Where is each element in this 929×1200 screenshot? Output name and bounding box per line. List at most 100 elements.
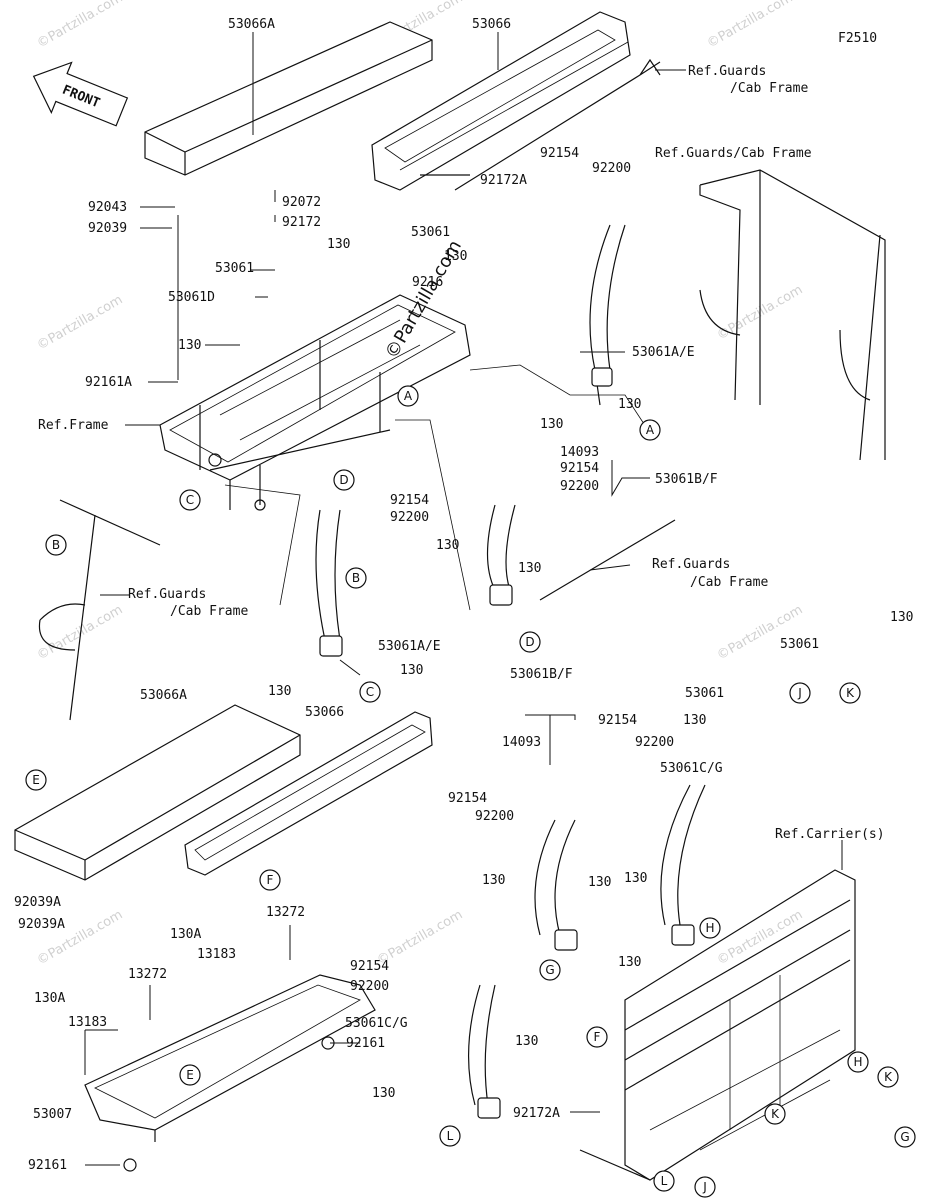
callout-j: J: [789, 682, 811, 704]
part-label: 53061B/F: [655, 472, 718, 487]
front-arrow-icon: FRONT: [32, 61, 129, 127]
figure-code: F2510: [838, 31, 877, 46]
callout-f: F: [586, 1026, 608, 1048]
svg-text:C: C: [366, 685, 374, 699]
part-label: 92200: [475, 809, 514, 824]
svg-text:C: C: [186, 493, 194, 507]
svg-text:H: H: [853, 1055, 862, 1069]
part-label: Ref.Guards: [128, 587, 206, 602]
callout-l: L: [653, 1170, 675, 1192]
svg-text:L: L: [447, 1129, 454, 1143]
svg-text:D: D: [339, 473, 348, 487]
part-label: 92200: [592, 161, 631, 176]
part-label: 130: [588, 875, 611, 890]
part-label: 92200: [350, 979, 389, 994]
callout-d: D: [333, 469, 355, 491]
part-label: Ref.Carrier(s): [775, 827, 885, 842]
seat-belt-d: [534, 819, 578, 951]
top-seat-backrest: [371, 11, 631, 191]
seat-frame-53007: [84, 974, 376, 1172]
part-label: 130: [618, 955, 641, 970]
svg-text:E: E: [32, 773, 40, 787]
part-label: 130: [178, 338, 201, 353]
part-label: 13272: [266, 905, 305, 920]
svg-text:G: G: [545, 963, 554, 977]
part-label: 92200: [560, 479, 599, 494]
part-label: 130: [618, 397, 641, 412]
part-label: 92039A: [18, 917, 65, 932]
svg-text:A: A: [646, 423, 655, 437]
watermark: ©Partzilla.com: [715, 602, 806, 663]
part-label: 130A: [170, 927, 201, 942]
part-label: 130A: [34, 991, 65, 1006]
callout-k: K: [839, 682, 861, 704]
part-label: 53066: [472, 17, 511, 32]
part-label: 53061A/E: [632, 345, 695, 360]
part-label: 130: [518, 561, 541, 576]
svg-text:B: B: [52, 538, 60, 552]
part-label: Ref.Guards: [652, 557, 730, 572]
svg-text:K: K: [846, 686, 855, 700]
part-label: 130: [515, 1034, 538, 1049]
bottom-seat-cushion: [14, 704, 301, 881]
part-label: 92039: [88, 221, 127, 236]
part-label: 92154: [560, 461, 599, 476]
part-label: 13272: [128, 967, 167, 982]
part-label: 92072: [282, 195, 321, 210]
part-label: 130: [444, 249, 467, 264]
part-label: Ref.Frame: [38, 418, 109, 433]
part-label: 92161: [28, 1158, 67, 1173]
part-label: 130: [890, 610, 913, 625]
part-label: 92200: [390, 510, 429, 525]
part-label: Ref.Guards: [688, 64, 766, 79]
watermark: ©Partzilla.com: [35, 292, 126, 353]
svg-text:D: D: [525, 635, 534, 649]
part-label: 53007: [33, 1107, 72, 1122]
part-label: 130: [624, 871, 647, 886]
part-label: 92161: [346, 1036, 385, 1051]
cargo-carrier: [579, 869, 856, 1181]
part-label: 53061: [215, 261, 254, 276]
part-label: 53066A: [228, 17, 275, 32]
seat-belt-e: [660, 784, 706, 946]
callout-b: B: [45, 534, 67, 556]
bottom-seat-backrest: [184, 711, 433, 876]
part-label: 53061C/G: [345, 1016, 408, 1031]
part-label: 53061: [685, 686, 724, 701]
part-label: 92161A: [85, 375, 132, 390]
part-label: 92039A: [14, 895, 61, 910]
svg-text:J: J: [797, 686, 802, 700]
seat-belt-f: [467, 984, 501, 1119]
svg-text:G: G: [900, 1130, 909, 1144]
seat-belt-b: [315, 509, 343, 657]
svg-text:B: B: [352, 571, 360, 585]
part-label: Ref.Guards/Cab Frame: [655, 146, 812, 161]
guard-rail-bar: [539, 519, 676, 601]
callout-h: H: [699, 917, 721, 939]
cab-frame-right: [699, 169, 886, 461]
part-label: 13183: [68, 1015, 107, 1030]
part-label: 92172A: [513, 1106, 560, 1121]
part-label: 14093: [502, 735, 541, 750]
part-label: 9216: [412, 275, 443, 290]
callout-a: A: [397, 385, 419, 407]
callout-g: G: [894, 1126, 916, 1148]
callout-k: K: [877, 1066, 899, 1088]
callout-k: K: [764, 1103, 786, 1125]
part-label: 53061A/E: [378, 639, 441, 654]
part-label: 53061: [411, 225, 450, 240]
callout-b: B: [345, 567, 367, 589]
part-label: 130: [327, 237, 350, 252]
part-label: 53061D: [168, 290, 215, 305]
part-label: 53061B/F: [510, 667, 573, 682]
callout-a: A: [639, 419, 661, 441]
seat-belt-c: [486, 504, 516, 606]
svg-text:FRONT: FRONT: [60, 83, 102, 112]
svg-text:F: F: [267, 873, 274, 887]
part-label: 92200: [635, 735, 674, 750]
svg-text:J: J: [702, 1180, 707, 1194]
part-label: 130: [400, 663, 423, 678]
watermark: ©Partzilla.com: [35, 602, 126, 663]
part-label: 92154: [598, 713, 637, 728]
